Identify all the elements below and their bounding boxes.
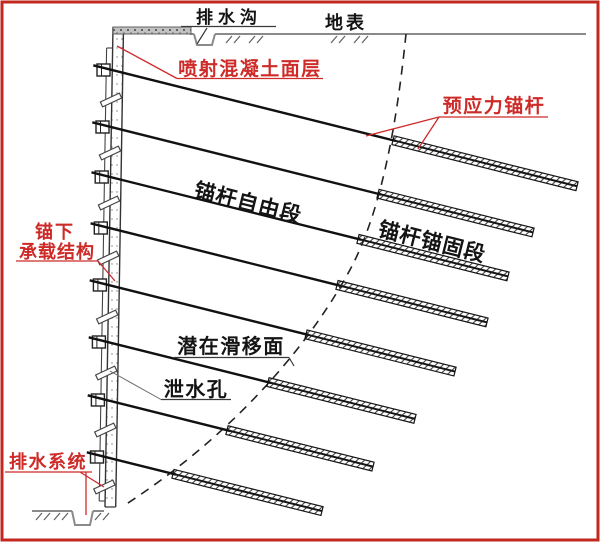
label-bearing-structure-line1: 锚下: [35, 221, 75, 243]
label-drainage-ditch: 排水沟: [196, 7, 262, 28]
wall-crest-cap: [112, 26, 192, 35]
weep-holes: [92, 92, 123, 495]
weep-hole-symbol: [97, 195, 121, 211]
anchor-bonded-bars: [171, 135, 579, 517]
potential-slip-surface-curve: [124, 33, 407, 506]
leader-potential-slip-surface: [288, 357, 295, 367]
anchor-free-rods: [86, 64, 397, 476]
leader-weep-hole: [109, 370, 162, 400]
bonded-bar: [266, 377, 417, 424]
leader-shotcrete: [116, 45, 178, 80]
red-leaders: [5, 45, 548, 515]
label-bearing-structure-line2: 承载结构: [19, 241, 95, 263]
weep-hole-symbol: [99, 92, 123, 108]
leader-bearing-structure: [97, 260, 116, 282]
label-potential-slip-surface: 潜在滑移面: [177, 334, 285, 358]
label-shotcrete-face-layer: 喷射混凝土面层: [178, 57, 322, 80]
label-drainage-system: 排水系统: [9, 451, 87, 473]
leader-prestressed-anchor-rod: [365, 116, 440, 137]
weep-hole-symbol: [92, 479, 116, 495]
leader-prestressed-anchor-bar: [417, 116, 440, 150]
label-prestressed-anchor: 预应力锚杆: [443, 94, 546, 117]
soil-marks-bottom: [35, 512, 110, 521]
label-ground-surface: 地表: [325, 12, 367, 34]
excavation-base-line: [32, 510, 104, 526]
top-drainage-ditch: [193, 33, 216, 46]
label-weep-hole: 泄水孔: [164, 377, 229, 401]
bottom-drainage-ditch: [71, 510, 94, 526]
soil-marks-top: [225, 35, 369, 44]
bonded-bar: [356, 233, 510, 282]
weep-hole-symbol: [95, 309, 119, 325]
leader-drainage-system-weep: [79, 471, 105, 488]
weep-hole-symbol: [98, 145, 122, 161]
black-leaders: [109, 25, 295, 401]
weep-hole-symbol: [93, 422, 117, 438]
leader-drainage-ditch: [196, 27, 208, 45]
weep-hole-symbol: [94, 365, 118, 381]
